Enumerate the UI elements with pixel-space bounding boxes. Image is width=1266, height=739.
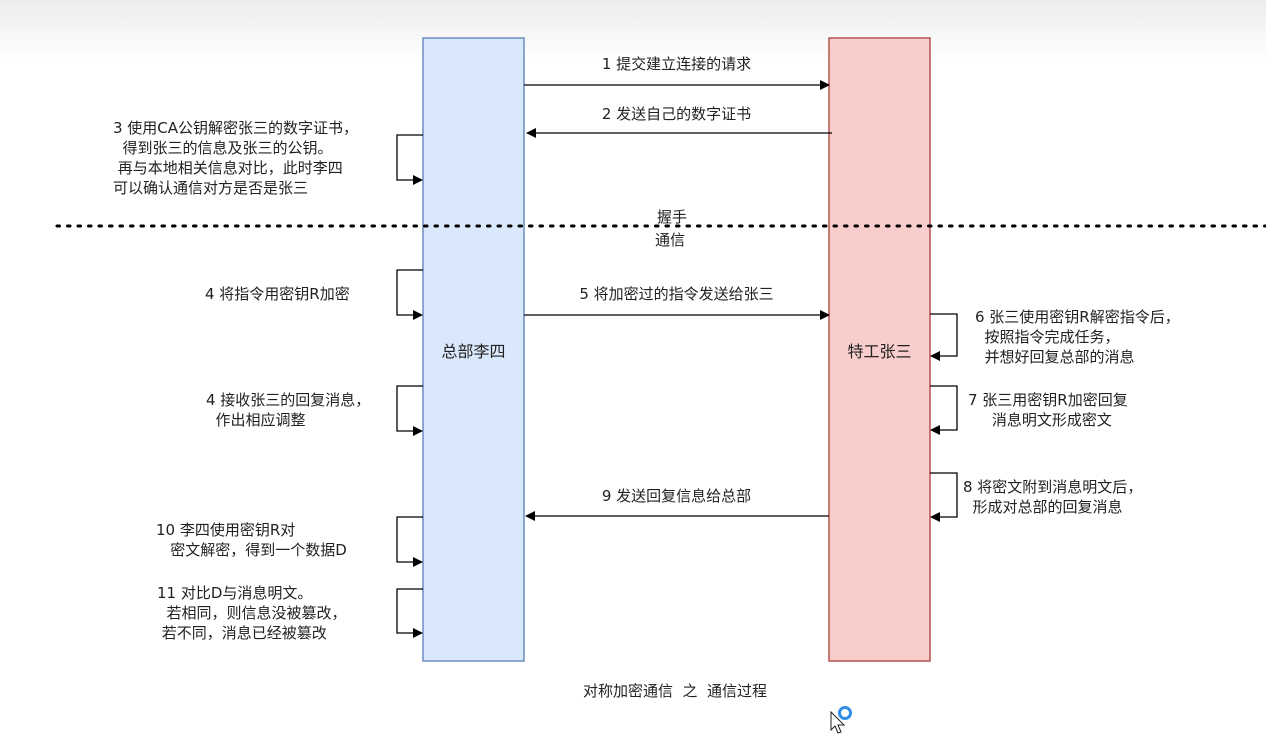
phase-label-communication: 通信 bbox=[655, 231, 686, 249]
step-5-label: 5 将加密过的指令发送给张三 bbox=[579, 285, 774, 303]
phase-label-handshake: 握手 bbox=[657, 208, 688, 226]
step-3-label: 3 使用CA公钥解密张三的数字证书， 得到张三的信息及张三的公钥。 再与本地相关… bbox=[113, 119, 359, 197]
step-10-label: 10 李四使用密钥R对 密文解密，得到一个数据D bbox=[156, 521, 347, 559]
loop-7 bbox=[930, 385, 958, 435]
step-11-label: 11 对比D与消息明文。 若相同，则信息没被篡改， 若不同，消息已经被篡改 bbox=[157, 584, 347, 642]
diagram-caption: 对称加密通信 之 通信过程 bbox=[582, 682, 768, 700]
step-1-label: 1 提交建立连接的请求 bbox=[601, 55, 752, 73]
loop-10 bbox=[396, 516, 423, 567]
loop-3 bbox=[396, 134, 423, 185]
step-8-label: 8 将密文附到消息明文后， 形成对总部的回复消息 bbox=[963, 478, 1143, 516]
loop-8 bbox=[930, 472, 958, 522]
loop-11 bbox=[396, 588, 423, 638]
loop-4a bbox=[396, 269, 423, 320]
mouse-pointer-icon bbox=[830, 710, 846, 734]
step-9-label: 9 发送回复信息给总部 bbox=[601, 487, 752, 505]
loading-ring-icon bbox=[838, 706, 852, 720]
loop-6 bbox=[930, 313, 958, 361]
loop-4b bbox=[396, 385, 423, 436]
step-2-label: 2 发送自己的数字证书 bbox=[601, 105, 752, 123]
lane-left[interactable] bbox=[422, 37, 525, 662]
top-shade bbox=[0, 0, 1266, 60]
step-4b-label: 4 接收张三的回复消息， 作出相应调整 bbox=[206, 391, 371, 429]
participant-right-label: 特工张三 bbox=[847, 342, 912, 361]
step-7-label: 7 张三用密钥R加密回复 消息明文形成密文 bbox=[968, 391, 1128, 429]
step-4a-label: 4 将指令用密钥R加密 bbox=[205, 285, 350, 303]
participant-left-label: 总部李四 bbox=[441, 342, 506, 361]
step-6-label: 6 张三使用密钥R解密指令后， 按照指令完成任务， 并想好回复总部的消息 bbox=[975, 308, 1180, 366]
lane-right[interactable] bbox=[828, 37, 931, 662]
